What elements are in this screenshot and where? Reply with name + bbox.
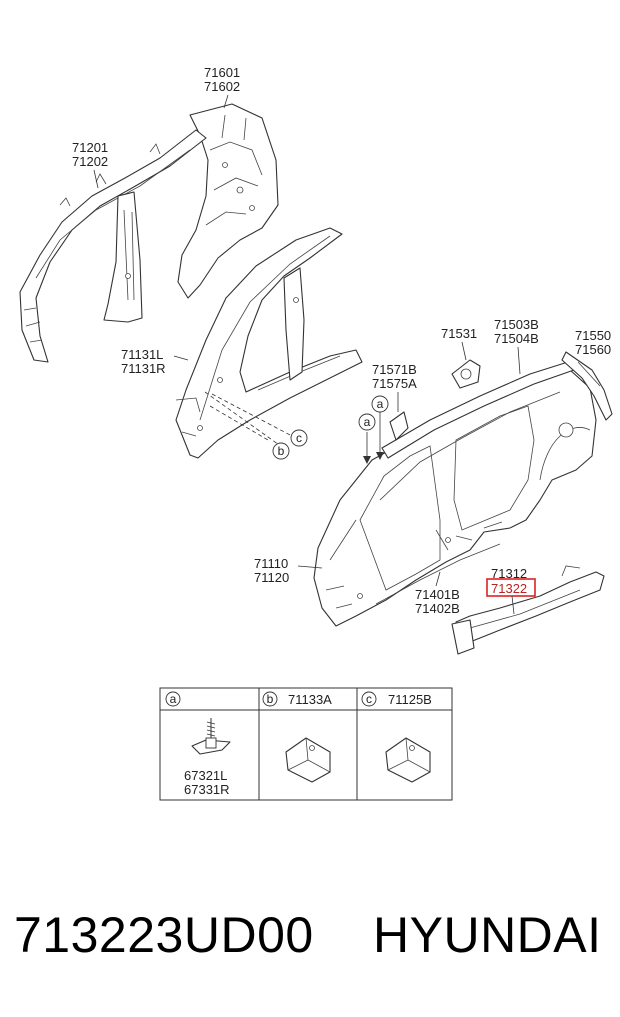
bracket-71133a-icon — [285, 737, 331, 783]
sill-reinforcement — [375, 543, 501, 605]
label-71312: 71312 — [491, 566, 527, 581]
callout-a-right: a — [371, 395, 389, 413]
callout-a-left: a — [358, 413, 376, 431]
label-71531: 71531 — [441, 326, 477, 341]
label-71504B: 71504B — [494, 331, 539, 346]
stud-bolt-icon — [191, 718, 231, 755]
svg-text:a: a — [364, 415, 371, 429]
side-sill-front-extension — [451, 619, 475, 655]
front-door-opening — [359, 445, 441, 591]
rear-door-opening — [453, 405, 535, 531]
b-pillar-inner — [103, 191, 143, 323]
part-number: 713223UD00 — [14, 907, 314, 963]
callout-c: c — [290, 429, 308, 447]
front-pillar-inner-panel — [175, 227, 363, 459]
legend-part-67321L: 67321L — [184, 768, 227, 783]
label-71602: 71602 — [204, 79, 240, 94]
label-71131L: 71131L — [121, 347, 163, 362]
part-footer: 713223UD00 HYUNDAI — [0, 906, 620, 976]
center-pillar-inner — [283, 267, 305, 381]
label-71201: 71201 — [72, 140, 108, 155]
legend-part-71125B: 71125B — [388, 692, 432, 707]
legend-part-71133A: 71133A — [288, 692, 332, 707]
label-71110: 71110 — [254, 556, 288, 571]
label-71571B: 71571B — [372, 362, 417, 377]
fastener-legend-table: a b 71133A c 71125B 67321L 67331R — [159, 687, 453, 801]
label-71575A: 71575A — [372, 376, 417, 391]
side-sill-panel — [455, 571, 605, 651]
label-71503B: 71503B — [494, 317, 539, 332]
inner-side-panel-assembly — [19, 103, 279, 363]
front-pillar-inner-assembly — [175, 227, 363, 459]
quarter-extension-panel — [561, 351, 613, 421]
label-71202: 71202 — [72, 154, 108, 169]
label-71120: 71120 — [254, 570, 289, 585]
outer-side-panel-assembly — [313, 369, 597, 627]
legend-letter-c: c — [366, 692, 372, 706]
label-71560: 71560 — [575, 342, 611, 357]
label-71601: 71601 — [204, 65, 240, 80]
rear-wheel-arch — [539, 427, 591, 481]
pillar-bracket — [389, 411, 409, 441]
svg-text:c: c — [296, 431, 302, 445]
legend-letter-b: b — [267, 692, 274, 706]
bracket-71125b-icon — [385, 737, 431, 783]
label-71322: 71322 — [491, 581, 527, 596]
brand-name: HYUNDAI — [373, 907, 602, 963]
legend-letter-a: a — [170, 692, 177, 706]
body-side-panel-diagram: 71601 71602 71201 71202 71131L 71131R 71… — [19, 65, 613, 801]
label-71131R: 71131R — [121, 361, 166, 376]
svg-text:b: b — [278, 444, 285, 458]
roof-side-inner-rail — [19, 129, 207, 363]
callout-b: b — [272, 442, 290, 460]
legend-part-67331R: 67331R — [184, 782, 230, 797]
svg-text:a: a — [377, 397, 384, 411]
label-71402B: 71402B — [415, 601, 460, 616]
label-71550: 71550 — [575, 328, 611, 343]
highlight-box-71322 — [486, 578, 536, 597]
label-71401B: 71401B — [415, 587, 460, 602]
